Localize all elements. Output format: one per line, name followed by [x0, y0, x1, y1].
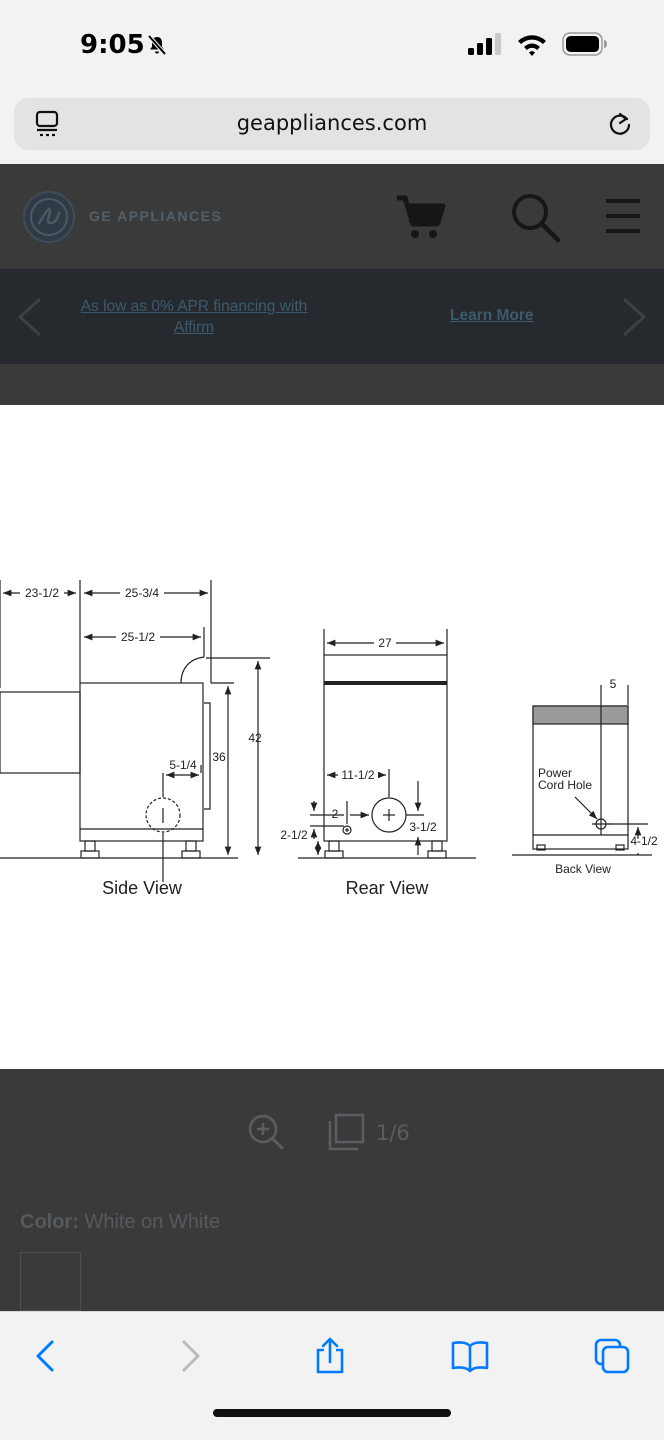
wifi-icon — [518, 35, 546, 56]
signal-icon — [468, 33, 501, 55]
address-bar[interactable]: geappliances.com — [14, 98, 650, 150]
tabs-overview-icon[interactable] — [34, 110, 60, 138]
color-label: Color: — [20, 1211, 79, 1233]
product-details-area: 1/6 Color: White on White — [0, 1069, 664, 1311]
dim-4-1-2: 4-1/2 — [630, 834, 658, 848]
dim-3-1-2: 3-1/2 — [409, 820, 437, 834]
dim-25-1-2: 25-1/2 — [121, 630, 155, 644]
dim-23-1-2: 23-1/2 — [25, 586, 59, 600]
status-bar: 9:05 — [0, 0, 664, 92]
menu-icon[interactable] — [604, 197, 642, 235]
rear-view-caption: Rear View — [346, 878, 430, 898]
site-header: GE APPLIANCES — [0, 164, 664, 269]
side-view-caption: Side View — [102, 878, 183, 898]
tabs-icon[interactable] — [592, 1336, 632, 1376]
zoom-in-icon[interactable] — [247, 1113, 285, 1151]
cart-icon[interactable] — [395, 194, 447, 242]
dim-36: 36 — [212, 750, 226, 764]
dim-2-1-2: 2-1/2 — [280, 828, 308, 842]
reload-icon[interactable] — [606, 110, 634, 138]
chevron-left-icon[interactable] — [16, 297, 44, 337]
color-value: White on White — [84, 1211, 221, 1233]
search-icon[interactable] — [510, 192, 562, 244]
color-selector-label: Color: White on White — [20, 1211, 220, 1234]
color-swatch-white[interactable] — [20, 1252, 81, 1311]
brand-name[interactable]: GE APPLIANCES — [89, 208, 223, 224]
dim-25-3-4: 25-3/4 — [125, 586, 159, 600]
dimension-drawing: 23-1/2 25-3/4 25-1/2 36 42 5-1/4 Side Vi… — [0, 580, 658, 898]
status-time: 9:05 — [80, 30, 145, 60]
dim-5: 5 — [610, 677, 617, 691]
gallery-counter: 1/6 — [376, 1121, 410, 1145]
product-image[interactable]: 23-1/2 25-3/4 25-1/2 36 42 5-1/4 Side Vi… — [0, 405, 664, 1069]
back-icon[interactable] — [32, 1336, 60, 1376]
promo-banner: As low as 0% APR financing with Affirm L… — [0, 269, 664, 364]
dim-11-1-2: 11-1/2 — [341, 768, 374, 782]
learn-more-link[interactable]: Learn More — [450, 307, 534, 324]
battery-icon — [562, 32, 607, 56]
home-indicator — [213, 1409, 451, 1417]
share-icon[interactable] — [312, 1336, 348, 1376]
breadcrumb — [0, 364, 664, 405]
dim-5-1-4: 5-1/4 — [169, 758, 197, 772]
url-text: geappliances.com — [236, 111, 428, 135]
dim-42: 42 — [248, 731, 262, 745]
chevron-right-icon[interactable] — [620, 297, 648, 337]
gallery-icon[interactable] — [328, 1113, 366, 1151]
promo-financing-link[interactable]: As low as 0% APR financing with Affirm — [80, 298, 308, 336]
dim-27: 27 — [378, 636, 392, 650]
back-view-caption: Back View — [555, 862, 611, 876]
browser-toolbar — [0, 1311, 664, 1440]
forward-icon[interactable] — [176, 1336, 204, 1376]
power-cord-label-line2: Cord Hole — [538, 778, 592, 792]
bookmarks-icon[interactable] — [450, 1336, 490, 1376]
ge-logo-icon[interactable] — [22, 190, 76, 244]
bell-slash-icon — [147, 34, 167, 56]
power-cord-label-line1: Power — [538, 766, 572, 780]
dim-2: 2 — [332, 807, 339, 821]
